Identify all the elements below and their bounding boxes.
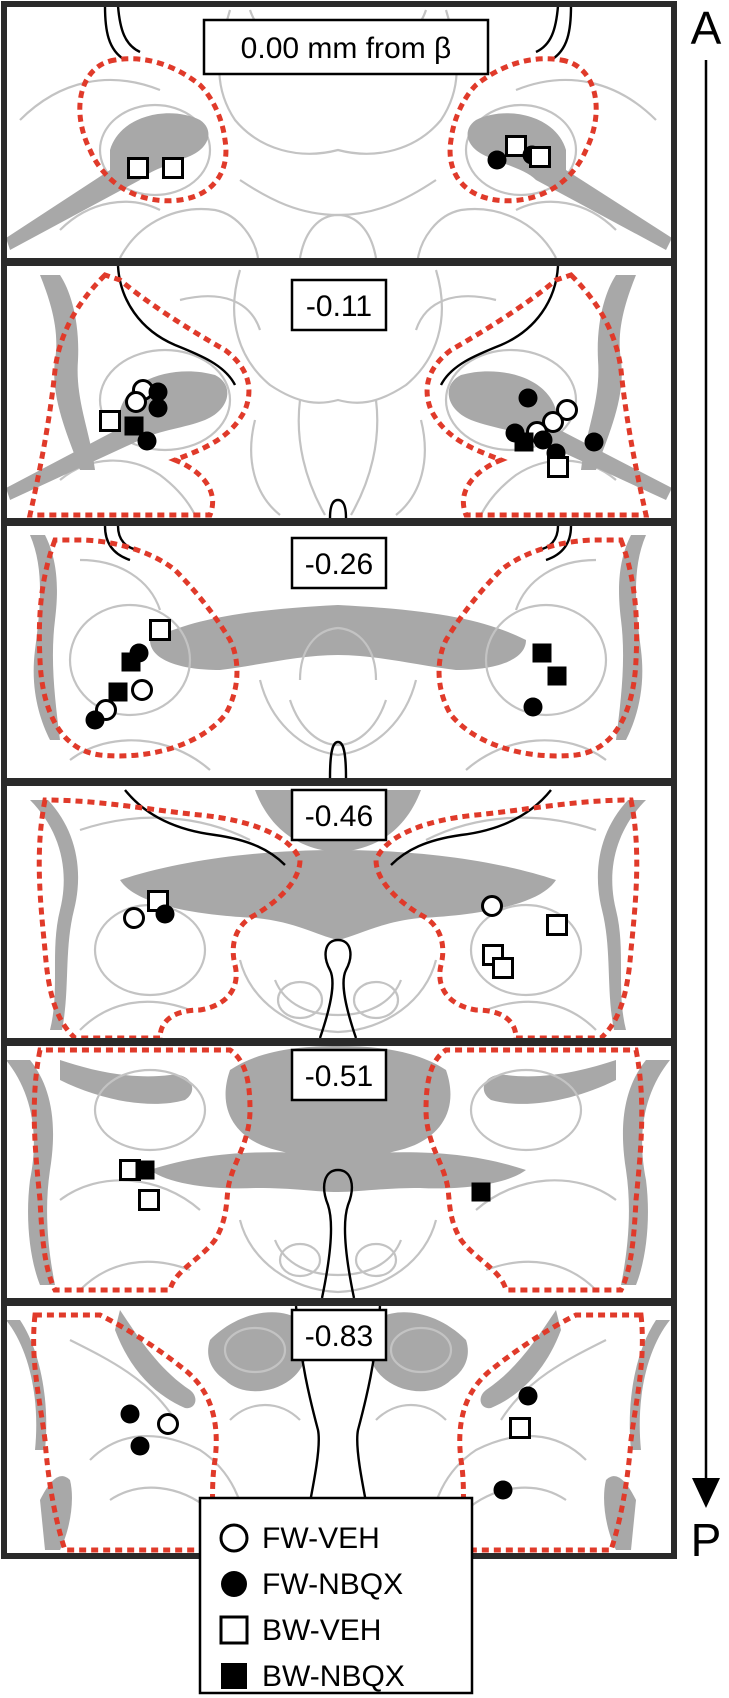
section-label-5: -0.51: [290, 1048, 388, 1102]
marker-fw-nbqx-s4-3: [155, 904, 175, 924]
legend-label-bw-nbqx: BW-NBQX: [262, 1660, 405, 1693]
marker-bw-veh-s4-5: [546, 914, 568, 936]
marker-bw-nbqx-s2-6: [124, 416, 144, 436]
panel-divider-1: [4, 258, 674, 266]
marker-fw-veh-s2-3: [125, 391, 147, 413]
section-label-4: -0.46: [290, 788, 388, 842]
marker-bw-veh-s6-5: [509, 1417, 531, 1439]
legend-label-fw-nbqx: FW-NBQX: [262, 1568, 403, 1601]
section-label-1: 0.00 mm from β: [202, 18, 490, 76]
marker-bw-veh-s5-3: [138, 1189, 160, 1211]
marker-layer: [85, 135, 604, 1500]
marker-fw-nbqx-s6-3: [130, 1436, 150, 1456]
marker-bw-veh-s1-6: [529, 146, 551, 168]
marker-bw-veh-s4-7: [492, 957, 514, 979]
marker-bw-veh-s3-1: [149, 619, 171, 641]
marker-bw-veh-s2-5: [99, 410, 121, 432]
marker-bw-veh-s1-4: [505, 135, 527, 157]
marker-fw-veh-s4-2: [123, 907, 145, 929]
marker-fw-veh-s6-2: [157, 1413, 179, 1435]
legend-symbol-bw-nbqx: [221, 1663, 247, 1689]
axis-top-label: A: [691, 2, 722, 54]
marker-fw-veh-s2-9: [556, 399, 578, 421]
panel-divider-3: [4, 778, 674, 786]
section-label-2-text: -0.11: [306, 290, 372, 323]
marker-bw-veh-s1-2: [162, 157, 184, 179]
marker-fw-nbqx-s3-7: [85, 710, 105, 730]
marker-bw-nbqx-s3-8: [532, 643, 552, 663]
marker-bw-veh-s2-17: [547, 456, 569, 478]
ap-axis-arrowhead: [692, 1478, 720, 1508]
section-label-6: -0.83: [290, 1308, 388, 1362]
section-label-3-text: -0.26: [305, 548, 373, 581]
marker-bw-veh-s1-1: [127, 157, 149, 179]
marker-bw-nbqx-s3-4: [108, 682, 128, 702]
legend-label-bw-veh: BW-VEH: [262, 1614, 381, 1647]
marker-fw-nbqx-s1-3: [487, 150, 507, 170]
marker-fw-nbqx-s2-8: [518, 388, 538, 408]
marker-fw-nbqx-s2-4: [148, 398, 168, 418]
section-label-2: -0.11: [290, 278, 388, 332]
legend-label-fw-veh: FW-VEH: [262, 1522, 380, 1555]
section-panel-5: [6, 1046, 670, 1298]
panel-divider-5: [4, 1298, 674, 1306]
section-label-4-text: -0.46: [305, 800, 373, 833]
marker-fw-veh-s4-4: [481, 895, 503, 917]
marker-fw-nbqx-s6-6: [493, 1480, 513, 1500]
marker-fw-veh-s3-5: [131, 679, 153, 701]
marker-fw-nbqx-s2-2: [148, 382, 168, 402]
panel-divider-2: [4, 518, 674, 526]
marker-fw-nbqx-s2-7: [137, 431, 157, 451]
marker-bw-nbqx-s3-9: [547, 666, 567, 686]
marker-fw-nbqx-s6-4: [518, 1386, 538, 1406]
section-label-3: -0.26: [290, 536, 388, 590]
section-label-5-text: -0.51: [305, 1060, 373, 1093]
marker-fw-nbqx-s2-13: [533, 430, 553, 450]
marker-fw-nbqx-s3-10: [523, 697, 543, 717]
legend: FW-VEH FW-NBQX BW-VEH BW-NBQX: [198, 1496, 474, 1695]
axis-bottom-label: P: [691, 1514, 722, 1566]
legend-symbol-fw-veh: [219, 1523, 249, 1553]
panel-divider-4: [4, 1038, 674, 1046]
marker-fw-nbqx-s6-1: [120, 1404, 140, 1424]
legend-symbol-fw-nbqx: [221, 1571, 247, 1597]
section-panel-3: [30, 526, 646, 778]
marker-fw-veh-s2-10: [542, 411, 564, 433]
legend-symbols: [219, 1523, 249, 1689]
marker-bw-nbqx-s5-2: [135, 1160, 155, 1180]
section-label-6-text: -0.83: [305, 1320, 373, 1353]
legend-symbol-bw-veh: [219, 1615, 249, 1645]
marker-bw-nbqx-s5-4: [471, 1182, 491, 1202]
marker-bw-nbqx-s3-3: [121, 652, 141, 672]
section-label-1-text: 0.00 mm from β: [241, 32, 452, 65]
section-panel-2: [6, 266, 672, 518]
marker-bw-nbqx-s2-14: [514, 432, 534, 452]
marker-fw-nbqx-s2-15: [584, 432, 604, 452]
